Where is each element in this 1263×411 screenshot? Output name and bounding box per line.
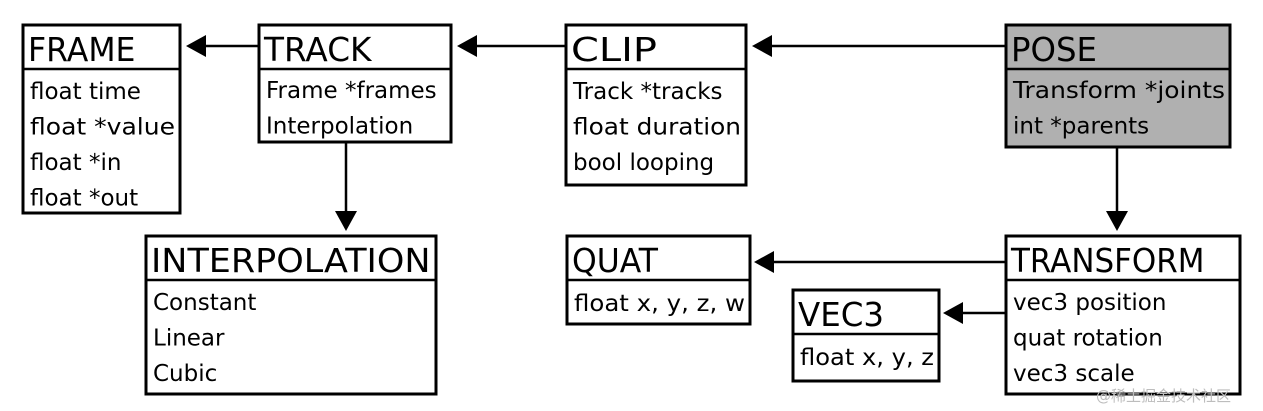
- frame-box-title: FRAME: [28, 30, 136, 69]
- clip-field-2: bool looping: [573, 150, 714, 176]
- quat-box-title: QUAT: [572, 241, 659, 280]
- pose-box-title: POSE: [1011, 30, 1097, 69]
- transform-field-2: vec3 scale: [1013, 361, 1135, 387]
- track-box-title: TRACK: [263, 30, 373, 69]
- transform-box: TRANSFORM vec3 position quat rotation vec3 …: [1004, 234, 1242, 396]
- watermark-text: @稀土掘金技术社区: [1096, 387, 1231, 405]
- track-field-0: Frame *frames: [266, 78, 437, 104]
- clip-box-border: [564, 23, 748, 187]
- arrow-track-to-frame: [186, 35, 259, 57]
- clip-box: CLIP Track *tracks float duration bool loop…: [564, 23, 748, 187]
- clip-field-1: float duration: [573, 115, 741, 141]
- frame-field-1: float *value: [30, 115, 175, 141]
- arrow-clip-to-track: [457, 35, 566, 57]
- vec3-box-title: VEC3: [798, 295, 884, 334]
- arrow-transform-to-quat: [754, 251, 1006, 273]
- interpolation-field-0: Constant: [153, 290, 256, 316]
- frame-field-0: float time: [30, 79, 141, 105]
- quat-box: QUAT float x, y, z, w: [565, 234, 752, 326]
- transform-field-0: vec3 position: [1013, 290, 1166, 316]
- pose-field-0: Transform *joints: [1012, 78, 1225, 104]
- arrow-track-to-interpolation: [335, 142, 357, 231]
- vec3-box: VEC3 float x, y, z: [791, 288, 941, 383]
- track-field-1: Interpolation: [266, 114, 413, 140]
- vec3-box-border: [791, 288, 941, 383]
- arrow-pose-to-transform: [1106, 147, 1128, 231]
- clip-field-0: Track *tracks: [572, 79, 723, 105]
- frame-field-2: float *in: [30, 150, 121, 176]
- frame-box-border: [21, 23, 182, 215]
- interpolation-field-1: Linear: [153, 326, 225, 352]
- transform-box-title: TRANSFORM: [1010, 241, 1204, 280]
- quat-field-0: float x, y, z, w: [574, 291, 745, 317]
- transform-field-1: quat rotation: [1013, 326, 1163, 352]
- interpolation-box-title: INTERPOLATION: [151, 241, 431, 280]
- pose-box-border: [1004, 23, 1232, 149]
- track-box-border: [257, 23, 453, 144]
- clip-box-title: CLIP: [571, 30, 657, 69]
- transform-box-border: [1004, 234, 1242, 396]
- pose-box: POSE Transform *joints int *parents: [1004, 23, 1232, 149]
- vec3-field-0: float x, y, z: [800, 345, 934, 371]
- frame-field-3: float *out: [30, 186, 138, 212]
- frame-box: FRAME float time float *value float *in floa…: [21, 23, 182, 215]
- arrow-transform-to-vec3: [943, 302, 1006, 324]
- arrow-pose-to-clip: [752, 35, 1006, 57]
- pose-field-1: int *parents: [1013, 114, 1149, 140]
- interpolation-box-border: [144, 234, 438, 396]
- interpolation-field-2: Cubic: [153, 361, 217, 387]
